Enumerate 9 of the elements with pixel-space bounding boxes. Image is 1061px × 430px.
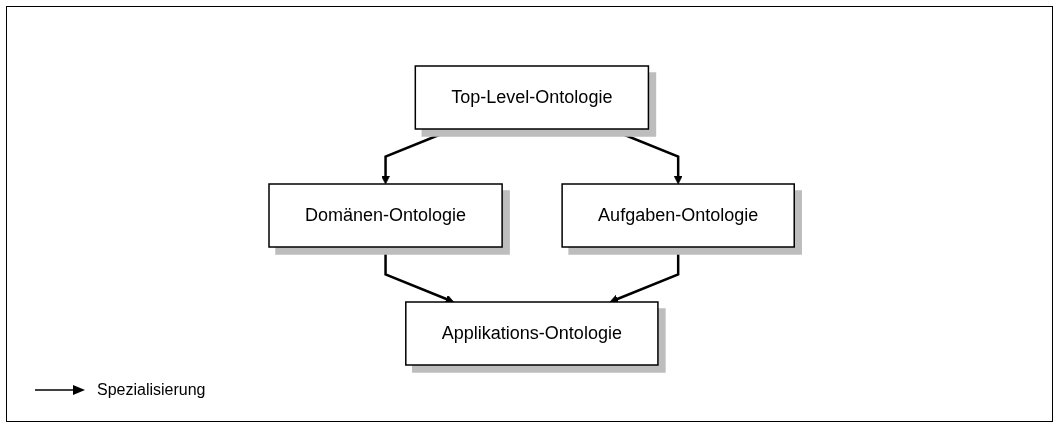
arrow <box>381 127 455 184</box>
node-box: Domänen-Ontologie <box>268 182 504 248</box>
arrow <box>609 246 680 303</box>
arrow <box>609 127 683 184</box>
node-box: Applikations-Ontologie <box>405 300 660 366</box>
node-box: Aufgaben-Ontologie <box>561 182 796 248</box>
legend-text: Spezialisierung <box>97 381 206 399</box>
arrow <box>384 246 455 303</box>
node-box: Top-Level-Ontologie <box>414 64 650 130</box>
